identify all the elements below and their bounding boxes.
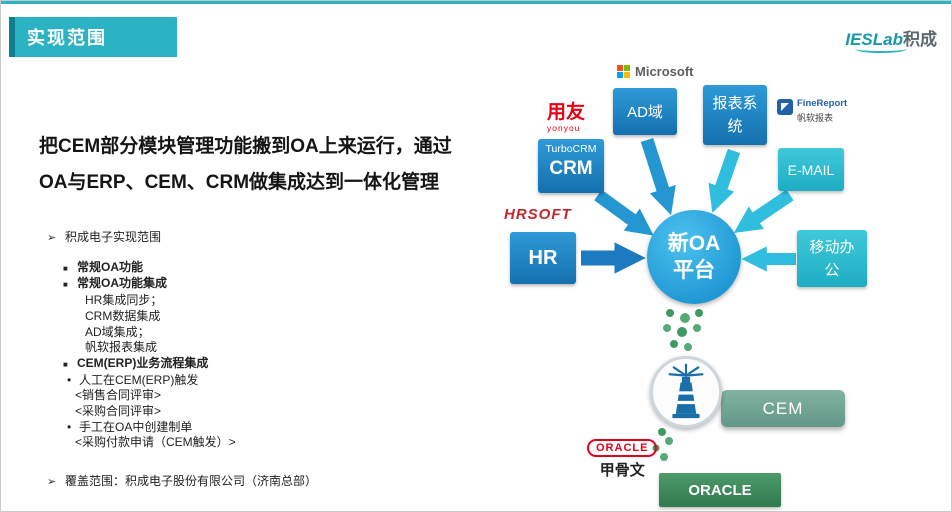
node-oracle: ORACLE (659, 473, 781, 507)
heading-line-2: OA与ERP、CEM、CRM做集成达到一体化管理 (39, 172, 440, 193)
list-item-text: <采购付款申请（CEM触发）> (75, 435, 236, 450)
crm-product-name: TurboCRM (545, 143, 597, 155)
list-item: ➢ 积成电子实现范围 (47, 230, 477, 247)
node-email: E-MAIL (778, 148, 844, 191)
finereport-icon (777, 99, 793, 115)
yonyou-logo: 用友 yonyou (547, 102, 586, 134)
cem-label: CEM (721, 390, 845, 427)
arrow-email-to-oa (733, 189, 794, 233)
list-item: • 人工在CEM(ERP)触发 (47, 373, 477, 389)
arrow-report-to-oa (708, 148, 741, 213)
title-accent-bar (9, 17, 15, 57)
report-label-line-2: 统 (727, 118, 743, 135)
lighthouse-icon (668, 363, 704, 419)
logo-suffix-text: 积成 (903, 30, 937, 49)
finereport-name: FineReport (797, 98, 848, 109)
arrow-bullet: ➢ (47, 476, 57, 489)
yonyou-en-text: yonyou (547, 123, 581, 133)
arrow-ad-to-oa (640, 138, 676, 216)
node-mobile-office: 移动办 公 (797, 230, 867, 287)
list-item-text: 帆软报表集成 (85, 340, 158, 355)
list-item: ■ 常规OA功能集成 (47, 276, 477, 293)
finereport-logo: FineReport 帆软报表 (777, 99, 847, 124)
node-report-system: 报表系 统 (703, 85, 767, 145)
top-accent-line (1, 1, 951, 4)
list-item-text: CEM(ERP)业务流程集成 (77, 355, 209, 370)
list-item: <采购付款申请（CEM触发）> (47, 435, 477, 451)
square-bullet: ■ (63, 263, 68, 273)
list-item: ■ 常规OA功能 (47, 260, 477, 277)
list-item-text: <销售合同评审> (75, 388, 162, 403)
list-item-text: <采购合同评审> (75, 404, 162, 419)
list-item-text: CRM数据集成 (85, 308, 161, 323)
list-item-text: 常规OA功能 (77, 259, 144, 274)
list-item: <采购合同评审> (47, 404, 477, 420)
mobile-label-line-1: 移动办 (809, 238, 855, 256)
list-item-text: 覆盖范围：积成电子股份有限公司（济南总部） (65, 474, 318, 489)
main-heading: 把CEM部分模块管理功能搬到OA上来运行，通过 OA与ERP、CEM、CRM做集… (39, 129, 509, 201)
finereport-text-block: FineReport 帆软报表 (797, 99, 847, 124)
node-new-oa-platform: 新OA 平台 (647, 210, 741, 304)
dot-bullet: • (67, 419, 72, 434)
finereport-cn-name: 帆软报表 (797, 113, 834, 123)
microsoft-logo: Microsoft (617, 64, 694, 79)
arrow-bullet: ➢ (47, 232, 57, 244)
hrsoft-logo: HRSOFT (504, 206, 572, 223)
square-bullet: ■ (63, 280, 68, 290)
list-item: AD域集成； (47, 325, 477, 341)
oracle-cn-name: 甲骨文 (599, 462, 645, 479)
mobile-label-line-2: 公 (824, 261, 840, 279)
email-label: E-MAIL (787, 161, 835, 178)
company-logo: IESLab积成 (845, 25, 937, 53)
title-bar: 实现范围 (9, 17, 177, 57)
microsoft-windows-icon (617, 65, 630, 78)
list-item: CRM数据集成 (47, 309, 477, 325)
outline-list: ➢ 积成电子实现范围 ■ 常规OA功能 ■ 常规OA功能集成 HR集成同步； CRM数… (47, 230, 477, 491)
oracle-logo: ORACLE 甲骨文 (587, 438, 658, 480)
list-item: HR集成同步； (47, 293, 477, 309)
list-item-text: 人工在CEM(ERP)触发 (79, 372, 199, 387)
oa-label-line-1: 新OA (667, 232, 721, 255)
oa-label-line-2: 平台 (673, 259, 715, 282)
list-item: 帆软报表集成 (47, 340, 477, 356)
list-item: • 手工在OA中创建制单 (47, 420, 477, 436)
yonyou-cn-text: 用友 (547, 102, 586, 123)
node-hr: HR (510, 232, 576, 284)
list-item-text: HR集成同步； (85, 293, 163, 308)
report-label-line-1: 报表系 (712, 95, 758, 112)
dot-bullet: • (67, 372, 72, 387)
oracle-badge-text: ORACLE (587, 439, 658, 457)
list-item: <销售合同评审> (47, 388, 477, 404)
node-crm: TurboCRM CRM (538, 139, 604, 193)
crm-label: CRM (549, 158, 593, 179)
square-bullet: ■ (63, 359, 68, 369)
list-item-text: 手工在OA中创建制单 (79, 419, 193, 434)
node-ad-domain: AD域 (613, 88, 677, 135)
cem-system-badge (650, 356, 722, 428)
arrow-crm-to-oa (594, 189, 654, 236)
page-title: 实现范围 (27, 28, 107, 48)
list-item: ■ CEM(ERP)业务流程集成 (47, 356, 477, 373)
list-item: ➢ 覆盖范围：积成电子股份有限公司（济南总部） (47, 474, 477, 491)
logo-swoosh (855, 45, 907, 53)
heading-line-1: 把CEM部分模块管理功能搬到OA上来运行，通过 (39, 136, 452, 157)
list-item-text: AD域集成； (85, 324, 150, 339)
list-item-text: 常规OA功能集成 (77, 276, 168, 291)
list-item-text: 积成电子实现范围 (65, 230, 162, 244)
microsoft-logo-text: Microsoft (635, 64, 694, 79)
